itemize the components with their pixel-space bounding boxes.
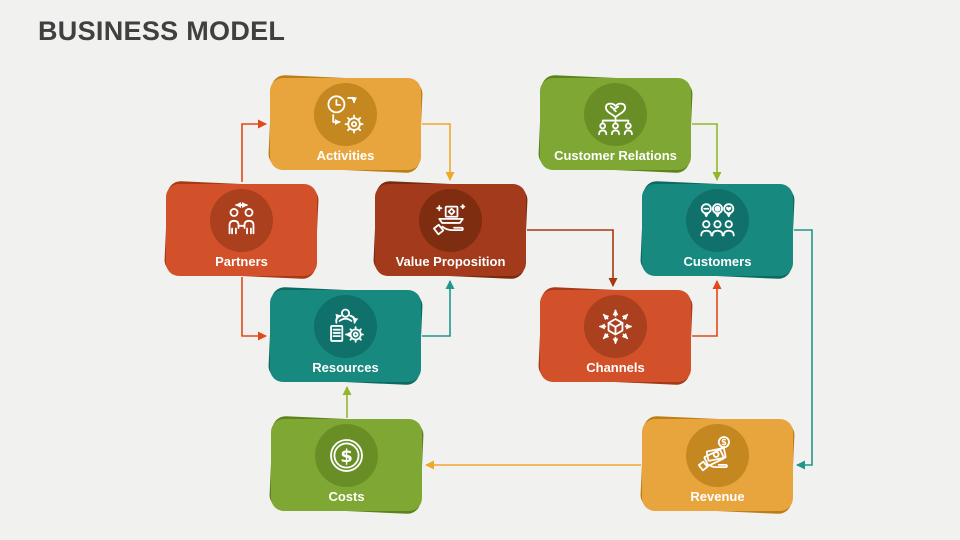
svg-text:$: $ bbox=[721, 438, 727, 448]
connector-partners-to-activities bbox=[241, 119, 267, 182]
connector-customers-to-revenue bbox=[794, 229, 813, 470]
card-face: Customers bbox=[642, 184, 793, 276]
customers-feedback-pins-icon bbox=[700, 203, 735, 237]
node-label: Activities bbox=[316, 148, 375, 163]
node-customer-relations: Customer Relations bbox=[537, 74, 694, 174]
box-distribution-arrows-icon bbox=[598, 309, 633, 345]
page-title: BUSINESS MODEL bbox=[38, 16, 286, 46]
icon-circle bbox=[686, 189, 749, 252]
icon-circle bbox=[314, 83, 377, 146]
connector-partners-to-resources bbox=[241, 277, 267, 341]
two-partners-exchange-icon bbox=[228, 202, 255, 235]
clock-gear-process-icon bbox=[327, 95, 364, 134]
card-face: $ Revenue bbox=[642, 419, 793, 511]
connector-resources-to-value-proposition bbox=[422, 280, 455, 337]
node-value-proposition: Value Proposition bbox=[372, 180, 529, 280]
node-label: Customer Relations bbox=[554, 148, 677, 163]
gift-on-hand-icon bbox=[433, 204, 466, 236]
money-in-hand-icon: $ bbox=[697, 436, 730, 472]
card-face: Customer Relations bbox=[540, 78, 691, 170]
icon-circle: $ bbox=[315, 424, 378, 487]
node-label: Revenue bbox=[690, 489, 745, 504]
node-activities: Activities bbox=[267, 74, 424, 174]
svg-text:$: $ bbox=[340, 446, 353, 467]
person-document-gear-icon bbox=[330, 308, 364, 343]
dollar-coin-icon: $ bbox=[330, 439, 363, 472]
icon-circle: $ bbox=[686, 424, 749, 487]
icon-circle bbox=[210, 189, 273, 252]
icon-circle bbox=[419, 189, 482, 252]
card-face: Channels bbox=[540, 290, 691, 382]
icon-circle bbox=[584, 83, 647, 146]
connector-value-proposition-to-channels bbox=[527, 229, 618, 287]
node-label: Channels bbox=[586, 360, 645, 375]
node-label: Partners bbox=[215, 254, 268, 269]
node-channels: Channels bbox=[537, 286, 694, 386]
node-customers: Customers bbox=[639, 180, 796, 280]
card-face: Value Proposition bbox=[375, 184, 526, 276]
node-partners: Partners bbox=[163, 180, 320, 280]
node-costs: $ Costs bbox=[268, 415, 425, 515]
node-label: Customers bbox=[683, 254, 752, 269]
handshake-heart-team-icon bbox=[598, 102, 633, 136]
node-resources: Resources bbox=[267, 286, 424, 386]
card-face: Partners bbox=[166, 184, 317, 276]
node-label: Value Proposition bbox=[395, 254, 506, 269]
connector-customer-relations-to-customers bbox=[692, 123, 722, 181]
node-revenue: $ Revenue bbox=[639, 415, 796, 515]
node-label: Costs bbox=[328, 489, 365, 504]
card-face: $ Costs bbox=[271, 419, 422, 511]
icon-circle bbox=[314, 295, 377, 358]
connector-channels-to-customers bbox=[692, 280, 722, 337]
node-label: Resources bbox=[312, 360, 379, 375]
card-face: Activities bbox=[270, 78, 421, 170]
card-face: Resources bbox=[270, 290, 421, 382]
connector-activities-to-value-proposition bbox=[422, 123, 455, 181]
icon-circle bbox=[584, 295, 647, 358]
